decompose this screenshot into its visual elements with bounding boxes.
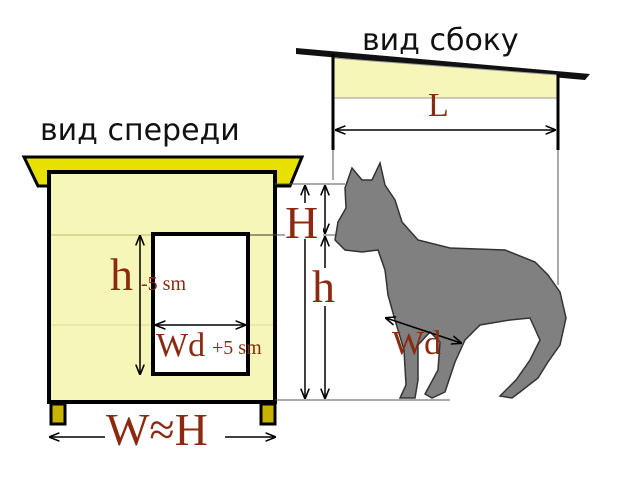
label-w-approx-h: W≈H <box>106 404 208 455</box>
label-L: L <box>428 87 449 124</box>
label-h: h <box>312 261 335 312</box>
front-view: вид спереди h -5 sm Wd +5 sm W≈H <box>21 113 305 455</box>
label-dog-wd: Wd <box>392 325 441 362</box>
dog-width-arrow <box>386 318 461 343</box>
label-door-wd-suffix: +5 sm <box>212 337 262 359</box>
label-door-h: h <box>110 249 133 300</box>
label-H: H <box>285 197 318 248</box>
front-leg-right <box>259 402 277 426</box>
door-opening <box>151 232 250 376</box>
label-door-h-suffix: -5 sm <box>141 273 186 295</box>
front-view-title: вид спереди <box>40 113 240 148</box>
label-door-wd: Wd <box>156 327 205 364</box>
front-leg-left <box>49 402 67 426</box>
height-dimensions: H h <box>250 183 450 401</box>
side-view: вид сбоку L <box>296 23 590 285</box>
dog-silhouette <box>334 160 567 399</box>
side-view-title: вид сбоку <box>362 23 519 58</box>
